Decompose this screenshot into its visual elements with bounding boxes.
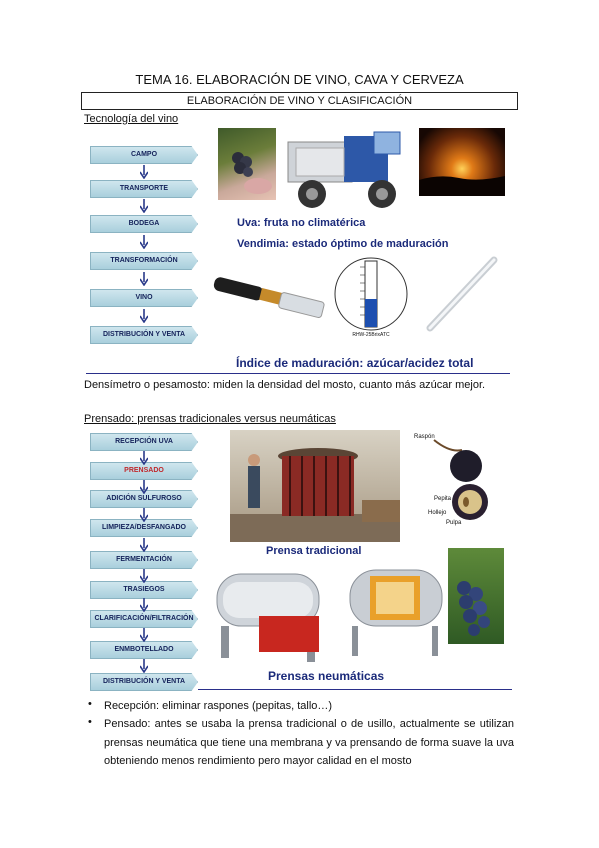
caption-prensas-neumaticas: Prensas neumáticas bbox=[268, 669, 385, 683]
arrow-down-icon bbox=[140, 165, 148, 179]
pneumatic-press-cutaway-icon bbox=[349, 569, 443, 656]
vineyard-silhouette-icon bbox=[419, 176, 505, 196]
arrow-down-icon bbox=[140, 598, 148, 612]
flow-step: TRANSFORMACIÓN bbox=[90, 252, 198, 270]
pneumatic-press-icon bbox=[216, 573, 320, 662]
page-title: TEMA 16. ELABORACIÓN DE VINO, CAVA Y CER… bbox=[135, 72, 464, 87]
flow-step: FERMENTACIÓN bbox=[90, 551, 198, 569]
caption-uva: Uva: fruta no climatérica bbox=[237, 217, 366, 229]
arrow-down-icon bbox=[140, 309, 148, 323]
flow-step: BODEGA bbox=[90, 215, 198, 233]
harvester-machine-photo bbox=[282, 130, 414, 212]
hydrometer-photo bbox=[420, 254, 504, 334]
traditional-press-photo bbox=[230, 430, 400, 542]
harvester-icon bbox=[287, 131, 401, 208]
brix-scale-diagram: RHW-25BrixATC bbox=[332, 255, 410, 341]
refractometer-icon bbox=[213, 277, 325, 319]
grape-harvest-photo bbox=[218, 128, 276, 200]
flow-step: RECEPCIÓN UVA bbox=[90, 433, 198, 451]
arrow-down-icon bbox=[140, 199, 148, 213]
bullet-dot: • bbox=[88, 698, 92, 710]
label-pulpa: Pulpa bbox=[446, 520, 462, 526]
flow-step: ADICIÓN SULFUROSO bbox=[90, 490, 198, 508]
label-pepita: Pepita bbox=[434, 496, 452, 502]
flow-step: TRASIEGOS bbox=[90, 581, 198, 599]
divider-line bbox=[86, 373, 510, 374]
pneumatic-press-photo-2 bbox=[336, 548, 452, 664]
bullet-dot: • bbox=[88, 716, 92, 728]
sunset-vineyard-photo bbox=[419, 128, 505, 196]
arrow-down-icon bbox=[140, 538, 148, 552]
grapes-icon bbox=[457, 581, 490, 636]
grapes-vine-photo bbox=[448, 548, 504, 644]
refractometer-model-label: RHW-25BrixATC bbox=[352, 332, 390, 338]
caption-vendimia: Vendimia: estado óptimo de maduración bbox=[237, 238, 449, 250]
brix-scale-icon bbox=[334, 257, 408, 331]
hydrometer-icon bbox=[426, 256, 498, 332]
flow-step: DISTRIBUCIÓN Y VENTA bbox=[90, 673, 198, 691]
flow-step: TRANSPORTE bbox=[90, 180, 198, 198]
refractometer-photo bbox=[212, 272, 330, 320]
caption-indice-maduracion: Índice de maduración: azúcar/acidez tota… bbox=[236, 356, 474, 370]
bullet-pensado: Pensado: antes se usaba la prensa tradic… bbox=[104, 718, 514, 767]
grape-cluster-icon bbox=[232, 152, 272, 194]
flow-step: ENMBOTELLADO bbox=[90, 641, 198, 659]
flow-step: DISTRIBUCIÓN Y VENTA bbox=[90, 326, 198, 344]
arrow-down-icon bbox=[140, 272, 148, 286]
arrow-down-icon bbox=[140, 508, 148, 522]
traditional-press-icon bbox=[230, 448, 400, 542]
arrow-down-icon bbox=[140, 569, 148, 583]
label-raspon: Raspón bbox=[414, 434, 435, 440]
section-heading-tecnologia: Tecnología del vino bbox=[84, 113, 179, 125]
grape-anatomy-icon bbox=[433, 439, 488, 520]
flow-step: VINO bbox=[90, 289, 198, 307]
arrow-down-icon bbox=[140, 659, 148, 673]
grape-anatomy-diagram: Raspón Pepita Hollejo Pulpa bbox=[404, 432, 504, 528]
arrow-down-icon bbox=[140, 235, 148, 249]
divider-line-2 bbox=[198, 689, 512, 690]
flow-step: LIMPIEZA/DESFANGADO bbox=[90, 519, 198, 537]
arrow-down-icon bbox=[140, 480, 148, 494]
bullet-recepcion: Recepción: eliminar raspones (pepitas, t… bbox=[104, 700, 333, 712]
arrow-down-icon bbox=[140, 628, 148, 642]
flow-step: PRENSADO bbox=[90, 462, 198, 480]
flow-step: CLARIFICACIÓN/FILTRACIÓN bbox=[90, 610, 198, 628]
paragraph-densimetro: Densímetro o pesamosto: miden la densida… bbox=[84, 379, 486, 391]
section-heading-prensado: Prensado: prensas tradicionales versus n… bbox=[84, 413, 336, 425]
label-hollejo: Hollejo bbox=[428, 510, 447, 516]
arrow-down-icon bbox=[140, 451, 148, 465]
pneumatic-press-photo-1 bbox=[209, 560, 331, 664]
box-heading: ELABORACIÓN DE VINO Y CLASIFICACIÓN bbox=[81, 92, 518, 110]
flow-step: CAMPO bbox=[90, 146, 198, 164]
caption-prensa-tradicional: Prensa tradicional bbox=[266, 545, 362, 557]
